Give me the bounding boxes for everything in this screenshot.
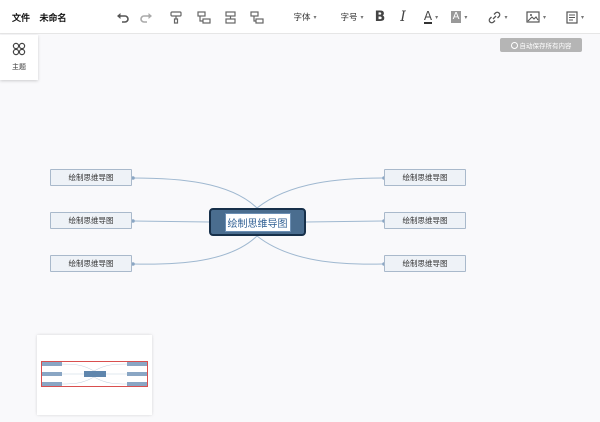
connector-right-bottom [256,235,385,265]
insert-sibling-icon[interactable] [195,0,213,34]
font-family-select[interactable]: 字体 ▾ [288,0,322,34]
topic-node-right-2[interactable]: 绘制思维导图 [384,212,466,229]
insert-parent-icon[interactable] [248,0,266,34]
minimap-viewport [41,361,148,387]
highlight-color-button[interactable]: A ▾ [448,0,470,34]
link-button[interactable]: ▾ [486,0,510,34]
bold-button[interactable]: B [374,9,386,25]
topic-node-right-3[interactable]: 绘制思维导图 [384,255,466,272]
image-icon [526,11,540,23]
chevron-down-icon: ▾ [435,13,439,21]
theme-icon [12,42,26,56]
insert-child-icon[interactable] [222,0,238,34]
connector-left-middle [132,220,210,223]
text-color-button[interactable]: A ▾ [420,0,442,34]
chevron-down-icon: ▾ [542,13,546,21]
connector-left-top [132,177,258,209]
document-title[interactable]: 未命名 [39,13,67,24]
chevron-down-icon: ▾ [313,13,317,21]
autosave-label: 自动保存所有内容 [519,42,572,50]
chevron-down-icon: ▾ [464,13,468,21]
topic-node-right-1[interactable]: 绘制思维导图 [384,169,466,186]
note-button[interactable]: ▾ [563,0,587,34]
link-icon [489,11,501,23]
theme-label: 主题 [12,63,26,71]
undo-icon[interactable] [114,0,130,34]
redo-icon[interactable] [138,0,154,34]
chevron-down-icon: ▾ [580,13,584,21]
italic-button[interactable]: I [400,9,406,25]
image-button[interactable]: ▾ [524,0,548,34]
autosave-status: 自动保存所有内容 [500,38,582,52]
font-size-label: 字号 [340,13,358,23]
clock-icon [510,41,518,49]
topic-node-left-1[interactable]: 绘制思维导图 [50,169,132,186]
font-family-label: 字体 [293,13,311,23]
connector-right-middle [305,220,385,223]
text-color-icon: A [423,8,433,24]
minimap[interactable] [37,335,152,415]
format-painter-icon[interactable] [168,0,184,34]
minimap-preview [41,361,148,387]
topic-node-left-3[interactable]: 绘制思维导图 [50,255,132,272]
highlight-icon: A [450,11,462,23]
chevron-down-icon: ▾ [360,13,364,21]
connector-right-top [256,177,385,209]
theme-button[interactable]: 主题 [0,35,38,80]
file-menu[interactable]: 文件 [11,13,30,24]
font-size-select[interactable]: 字号 ▾ [336,0,368,34]
note-icon [566,10,578,24]
toolbar: 文件 未命名 字体 ▾ 字号 ▾ B I A ▾ A ▾ ▾ ▾ [0,0,600,34]
central-topic-node[interactable]: 绘制思维导图 [209,208,306,236]
chevron-down-icon: ▾ [504,13,508,21]
central-topic-text[interactable]: 绘制思维导图 [224,212,291,232]
connector-left-bottom [132,235,258,265]
topic-node-left-2[interactable]: 绘制思维导图 [50,212,132,229]
